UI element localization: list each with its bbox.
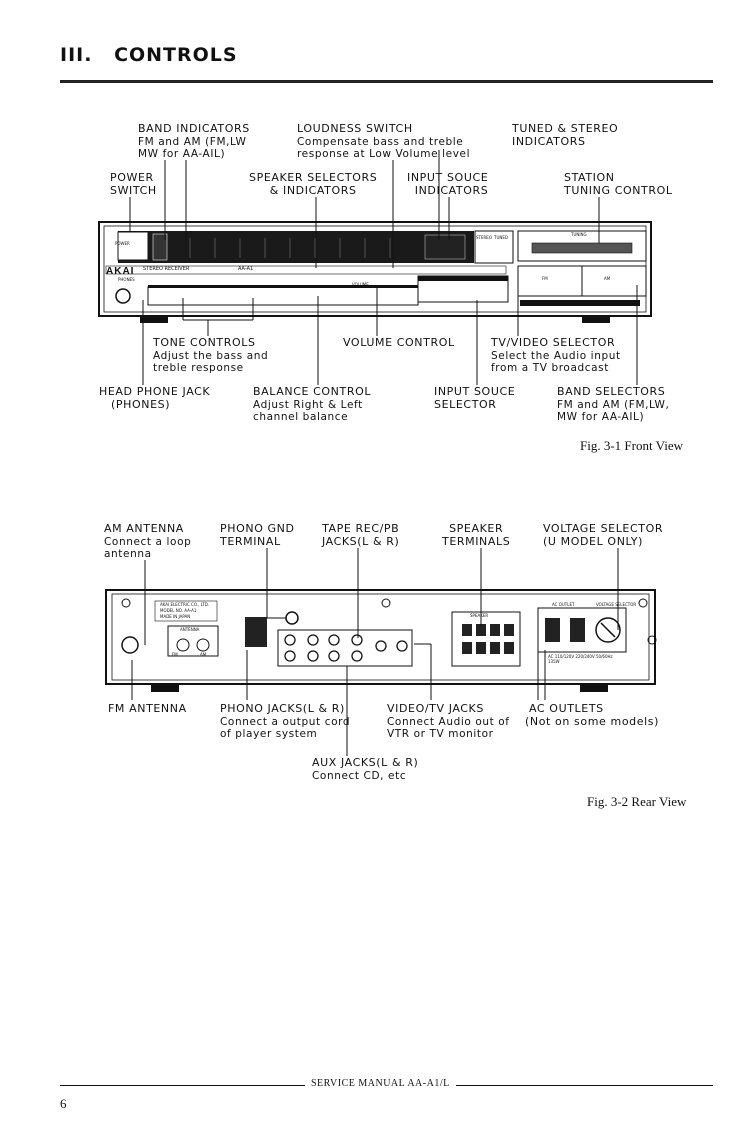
section-title: CONTROLS: [114, 44, 238, 66]
label-input-souce-selector: INPUT SOUCE SELECTOR: [434, 385, 516, 411]
label-speaker-terminals: SPEAKER TERMINALS: [442, 522, 511, 548]
panel-volume: VOLUME: [352, 282, 369, 287]
label-phono-jacks: PHONO JACKS(L & R) Connect a output cord…: [220, 702, 351, 740]
rear-fm: FM: [172, 652, 178, 657]
rear-am: AM: [200, 652, 207, 657]
label-voltage-selector: VOLTAGE SELECTOR (U MODEL ONLY): [543, 522, 664, 548]
panel-phones: PHONES: [118, 277, 135, 282]
power-panel-text: POWER: [115, 241, 130, 246]
rear-origin: MADE IN JAPAN: [160, 614, 191, 619]
panel-model-line: STEREO RECEIVER: [143, 266, 190, 272]
label-speaker-selectors: SPEAKER SELECTORS & INDICATORS: [249, 171, 378, 197]
label-aux-jacks: AUX JACKS(L & R) Connect CD, etc: [312, 756, 419, 782]
label-balance-control: BALANCE CONTROL Adjust Right & Left chan…: [253, 385, 372, 423]
section-number: III.: [60, 44, 93, 66]
label-power-switch: POWER SWITCH: [110, 171, 157, 197]
label-ac-outlets: AC OUTLETS (Not on some models): [525, 702, 659, 728]
rear-ac-rating: AC 110/120V 220/240V 50/60Hz 135W: [548, 654, 613, 664]
rear-model-no: MODEL NO. AA-A1: [160, 608, 197, 613]
page-number: 6: [60, 1096, 67, 1111]
label-tuned-stereo: TUNED & STEREO INDICATORS: [512, 122, 619, 148]
panel-tuned: TUNED: [494, 235, 508, 240]
label-band-indicators: BAND INDICATORS FM and AM (FM,LW MW for …: [138, 122, 250, 160]
label-am-antenna: AM ANTENNA Connect a loop antenna: [104, 522, 192, 560]
label-volume-control: VOLUME CONTROL: [343, 336, 455, 349]
label-tape-jacks: TAPE REC/PB JACKS(L & R): [322, 522, 400, 548]
label-station-tuning: STATION TUNING CONTROL: [564, 171, 673, 197]
panel-tuning: TUNING: [571, 232, 587, 237]
panel-fm: FM: [542, 276, 548, 281]
header-rule: [60, 80, 713, 83]
panel-brand: AKAI: [106, 266, 135, 277]
caption-rear-view: Fig. 3-2 Rear View: [587, 794, 687, 809]
rear-maker: AKAI ELECTRIC CO., LTD.: [160, 602, 210, 607]
rear-voltage-selector: VOLTAGE SELECTOR: [596, 602, 637, 607]
caption-front-view: Fig. 3-1 Front View: [580, 438, 683, 453]
label-fm-antenna: FM ANTENNA: [108, 702, 187, 715]
label-headphone-jack: HEAD PHONE JACK (PHONES): [99, 385, 211, 411]
footer-title: SERVICE MANUAL AA-A1/L: [305, 1078, 456, 1089]
label-video-tv-jacks: VIDEO/TV JACKS Connect Audio out of VTR …: [387, 702, 510, 740]
label-band-selectors: BAND SELECTORS FM and AM (FM,LW, MW for …: [557, 385, 670, 423]
label-tone-controls: TONE CONTROLS Adjust the bass and treble…: [153, 336, 269, 374]
label-input-souce-indicators: INPUT SOUCE INDICATORS: [407, 171, 489, 197]
label-tv-video-selector: TV/VIDEO SELECTOR Select the Audio input…: [491, 336, 621, 374]
rear-speaker: SPEAKER: [470, 613, 489, 618]
panel-model: AA-A1: [238, 266, 254, 272]
panel-am: AM: [604, 276, 611, 281]
rear-ac-outlet: AC OUTLET: [552, 602, 575, 607]
label-phono-gnd: PHONO GND TERMINAL: [220, 522, 295, 548]
panel-stereo: STEREO: [476, 235, 492, 240]
section-heading: III. CONTROLS: [60, 44, 238, 66]
label-loudness-switch: LOUDNESS SWITCH Compensate bass and treb…: [297, 122, 471, 160]
rear-antenna: ANTENNA: [180, 627, 200, 632]
